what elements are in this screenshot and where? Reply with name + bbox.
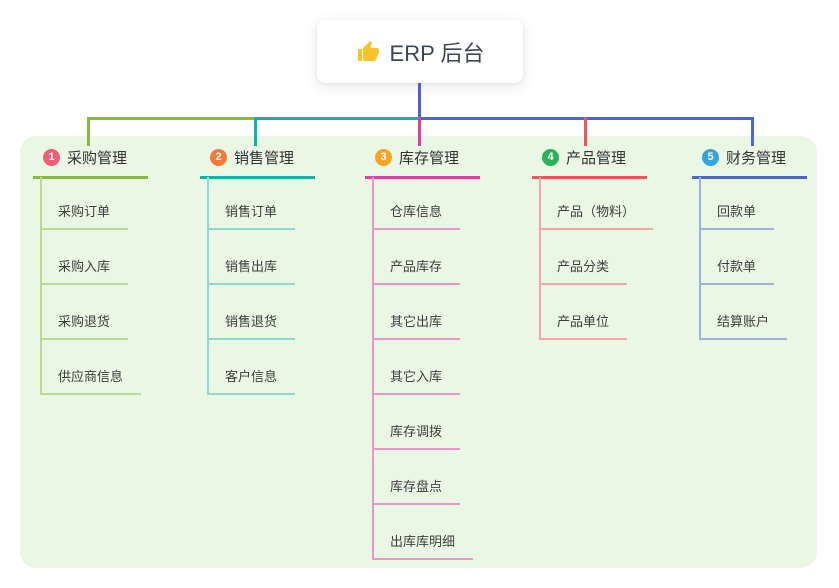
child-node[interactable]: 产品单位 bbox=[539, 311, 628, 340]
child-node-row: 出库库明细 bbox=[372, 505, 474, 560]
child-node[interactable]: 销售出库 bbox=[207, 256, 296, 285]
child-node[interactable]: 仓库信息 bbox=[372, 201, 461, 230]
branch-number-badge: 3 bbox=[375, 148, 392, 166]
branch-drop-line bbox=[751, 117, 754, 146]
branch-number-badge: 5 bbox=[702, 148, 719, 166]
root-node-label: ERP 后台 bbox=[389, 40, 485, 66]
child-node-row: 结算账户 bbox=[699, 285, 788, 340]
child-node[interactable]: 出库库明细 bbox=[372, 531, 474, 560]
child-node-row: 回款单 bbox=[699, 175, 775, 230]
child-node[interactable]: 客户信息 bbox=[207, 366, 296, 395]
branch-label: 采购管理 bbox=[67, 149, 128, 167]
child-node-row: 销售出库 bbox=[207, 230, 296, 285]
branch-label: 销售管理 bbox=[234, 149, 295, 167]
child-node-row: 库存盘点 bbox=[372, 450, 461, 505]
branch-child-vertical-line bbox=[207, 177, 209, 395]
child-node[interactable]: 采购订单 bbox=[40, 201, 129, 230]
child-node-row: 产品库存 bbox=[372, 230, 461, 285]
root-stem-line bbox=[418, 83, 421, 120]
child-node[interactable]: 结算账户 bbox=[699, 311, 788, 340]
child-node[interactable]: 其它出库 bbox=[372, 311, 461, 340]
branch-label: 库存管理 bbox=[399, 149, 460, 167]
child-node-row: 付款单 bbox=[699, 230, 775, 285]
child-node[interactable]: 回款单 bbox=[699, 201, 775, 230]
branch-header-2[interactable]: 2 销售管理 bbox=[200, 146, 315, 179]
child-node-row: 采购退货 bbox=[40, 285, 129, 340]
child-node[interactable]: 供应商信息 bbox=[40, 366, 142, 395]
mindmap-background-panel bbox=[20, 136, 817, 568]
child-node-row: 仓库信息 bbox=[372, 175, 461, 230]
branch-number-badge: 4 bbox=[542, 148, 559, 166]
child-node-row: 库存调拨 bbox=[372, 395, 461, 450]
child-node[interactable]: 产品分类 bbox=[539, 256, 628, 285]
branch-drop-line bbox=[584, 117, 587, 146]
child-node[interactable]: 销售订单 bbox=[207, 201, 296, 230]
child-node-row: 采购入库 bbox=[40, 230, 129, 285]
branch-header-4[interactable]: 4 产品管理 bbox=[532, 146, 647, 179]
branch-drop-line bbox=[418, 117, 421, 146]
child-node-row: 采购订单 bbox=[40, 175, 129, 230]
branch-label: 财务管理 bbox=[726, 149, 787, 167]
child-node-row: 产品分类 bbox=[539, 230, 628, 285]
child-node[interactable]: 采购退货 bbox=[40, 311, 129, 340]
branch-child-vertical-line bbox=[372, 177, 374, 560]
branch-number-badge: 2 bbox=[210, 148, 227, 166]
child-node-row: 其它入库 bbox=[372, 340, 461, 395]
root-node[interactable]: ERP 后台 bbox=[317, 20, 523, 83]
child-node[interactable]: 其它入库 bbox=[372, 366, 461, 395]
branch-drop-line bbox=[254, 117, 257, 146]
child-node[interactable]: 销售退货 bbox=[207, 311, 296, 340]
child-node-row: 其它出库 bbox=[372, 285, 461, 340]
child-node[interactable]: 付款单 bbox=[699, 256, 775, 285]
child-node[interactable]: 采购入库 bbox=[40, 256, 129, 285]
branch-number-badge: 1 bbox=[43, 148, 60, 166]
child-node-row: 销售订单 bbox=[207, 175, 296, 230]
child-node[interactable]: 产品库存 bbox=[372, 256, 461, 285]
child-node-row: 产品单位 bbox=[539, 285, 628, 340]
branch-label: 产品管理 bbox=[566, 149, 627, 167]
child-node-row: 供应商信息 bbox=[40, 340, 142, 395]
branch-child-vertical-line bbox=[699, 177, 701, 340]
branch-header-3[interactable]: 3 库存管理 bbox=[365, 146, 480, 179]
connector-segment-middle bbox=[254, 117, 418, 120]
child-node-row: 客户信息 bbox=[207, 340, 296, 395]
branch-drop-line bbox=[87, 117, 90, 146]
child-node[interactable]: 库存调拨 bbox=[372, 421, 461, 450]
connector-segment-left bbox=[87, 117, 254, 120]
branch-child-vertical-line bbox=[40, 177, 42, 395]
thumbs-up-icon bbox=[356, 40, 380, 64]
branch-header-5[interactable]: 5 财务管理 bbox=[692, 146, 807, 179]
branch-header-1[interactable]: 1 采购管理 bbox=[33, 146, 148, 179]
child-node-row: 产品（物料） bbox=[539, 175, 654, 230]
branch-child-vertical-line bbox=[539, 177, 541, 340]
child-node[interactable]: 库存盘点 bbox=[372, 476, 461, 505]
child-node[interactable]: 产品（物料） bbox=[539, 201, 654, 230]
child-node-row: 销售退货 bbox=[207, 285, 296, 340]
